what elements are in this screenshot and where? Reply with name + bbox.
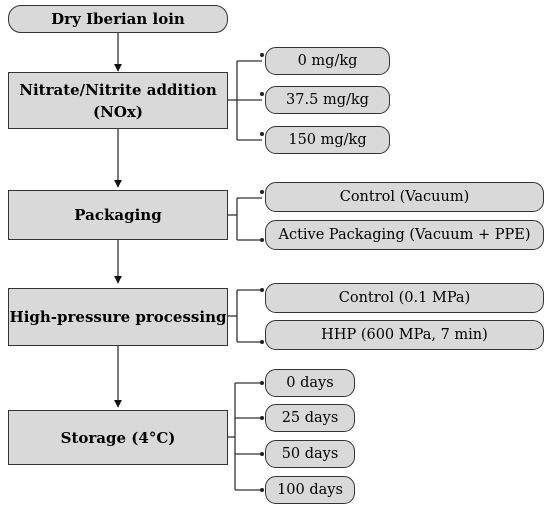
step-high-pressure-processing: High-pressure processing — [8, 288, 228, 346]
option-storage-25-days: 25 days — [265, 404, 355, 432]
option-packaging-control: Control (Vacuum) — [265, 182, 544, 212]
step-storage: Storage (4°C) — [8, 410, 228, 465]
option-storage-0-days: 0 days — [265, 369, 355, 397]
option-hpp-hhp: HHP (600 MPa, 7 min) — [265, 320, 544, 350]
option-nox-150: 150 mg/kg — [265, 126, 390, 154]
option-nox-37-5: 37.5 mg/kg — [265, 86, 390, 114]
packaging-bracket — [228, 190, 264, 242]
hpp-bracket — [228, 288, 264, 344]
option-nox-0: 0 mg/kg — [265, 47, 390, 75]
option-storage-50-days: 50 days — [265, 440, 355, 468]
nox-bracket — [228, 53, 264, 141]
option-hpp-control: Control (0.1 MPa) — [265, 283, 544, 313]
step-dry-iberian-loin: Dry Iberian loin — [8, 5, 228, 33]
step-nitrate-nitrite-addition: Nitrate/Nitrite addition (NOx) — [8, 72, 228, 129]
option-packaging-active: Active Packaging (Vacuum + PPE) — [265, 220, 544, 250]
storage-bracket — [228, 381, 264, 492]
option-storage-100-days: 100 days — [265, 476, 355, 504]
step-packaging: Packaging — [8, 190, 228, 240]
